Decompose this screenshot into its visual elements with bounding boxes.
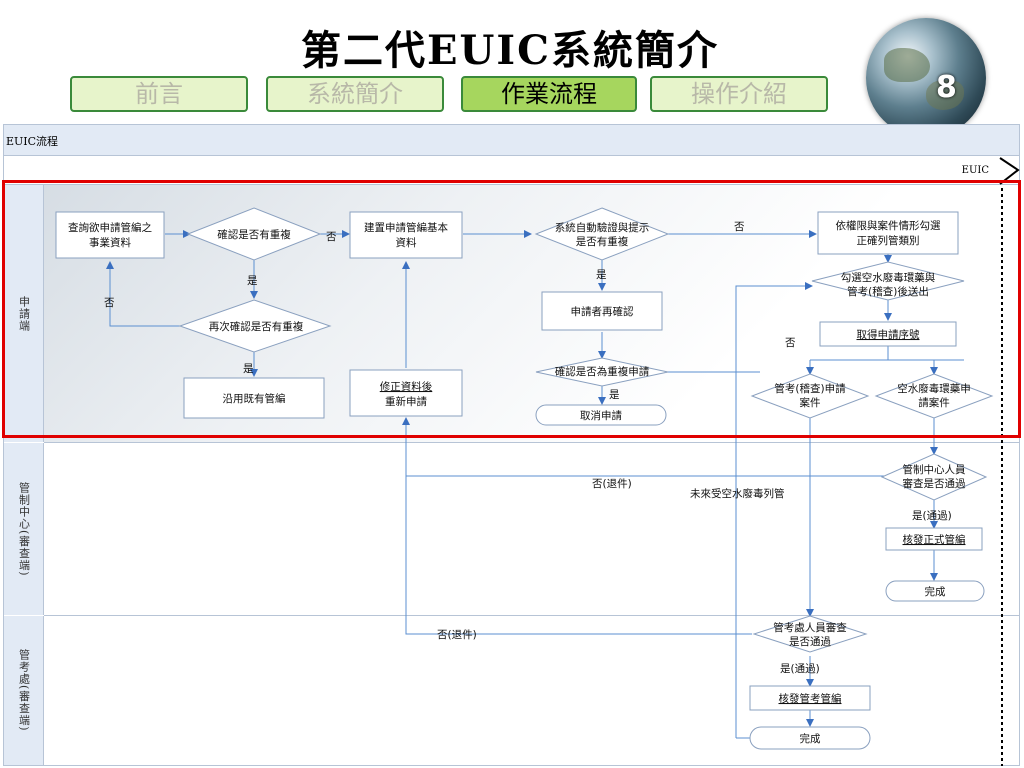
page-number: 8 bbox=[936, 70, 957, 105]
lane-control-center bbox=[44, 443, 1019, 616]
svg-text:確認是否有重複: 確認是否有重複 bbox=[217, 228, 291, 241]
node-recheck-duplicate: 再次確認是否有重複 bbox=[178, 299, 332, 353]
svg-text:查詢欲申請管編之: 查詢欲申請管編之 bbox=[68, 221, 152, 234]
tab-system-overview[interactable]: 系統簡介 bbox=[266, 76, 444, 112]
svg-text:取得申請序號: 取得申請序號 bbox=[857, 328, 920, 341]
svg-text:申請者再確認: 申請者再確認 bbox=[571, 305, 634, 318]
svg-text:案件: 案件 bbox=[800, 396, 821, 409]
edge-label-yes: 是 bbox=[243, 363, 254, 375]
node-audit-case: 管考(稽查)申請 案件 bbox=[750, 373, 870, 419]
diagram-header: EUIC流程 bbox=[4, 125, 1019, 156]
diagram-frame bbox=[3, 124, 1020, 766]
svg-text:空水廢毒環藥申: 空水廢毒環藥申 bbox=[897, 382, 971, 395]
svg-text:請案件: 請案件 bbox=[918, 396, 950, 409]
svg-text:是否通過: 是否通過 bbox=[789, 636, 831, 648]
edge-label-yes: 是 bbox=[247, 275, 258, 287]
svg-text:依權限與案件情形勾選: 依權限與案件情形勾選 bbox=[836, 219, 941, 232]
svg-text:建置申請管編基本: 建置申請管編基本 bbox=[364, 221, 448, 234]
svg-text:完成: 完成 bbox=[800, 732, 821, 745]
svg-text:核發管考管編: 核發管考管編 bbox=[779, 692, 842, 705]
svg-text:沿用既有管編: 沿用既有管編 bbox=[223, 392, 286, 405]
edge-label-pass: 是(通過) bbox=[780, 663, 820, 675]
svg-text:管考(稽查)申請: 管考(稽查)申請 bbox=[774, 382, 846, 395]
edge-label-no: 否 bbox=[734, 221, 745, 233]
globe-landmass bbox=[926, 80, 964, 110]
edge-label-return: 否(退件) bbox=[592, 478, 632, 490]
svg-text:重新申請: 重新申請 bbox=[385, 395, 427, 408]
globe-icon bbox=[866, 18, 986, 138]
tab-operation-guide[interactable]: 操作介紹 bbox=[650, 76, 828, 112]
node-auto-verify: 系統自動驗證與提示 是否有重複 bbox=[534, 207, 670, 261]
diagram-title: EUIC流程 bbox=[6, 135, 59, 148]
edge-label-no: 否 bbox=[326, 231, 337, 243]
node-cancel-apply: 取消申請 bbox=[535, 404, 667, 426]
node-env-case: 空水廢毒環藥申 請案件 bbox=[874, 373, 994, 419]
node-select-env-audit-send: 勾選空水廢毒環藥與 管考(稽查)後送出 bbox=[811, 261, 965, 301]
svg-text:正確列管類別: 正確列管類別 bbox=[857, 234, 920, 247]
node-issue-official: 核發正式管編 bbox=[885, 527, 983, 551]
lane-label-audit-office: 管考處(審查端) bbox=[4, 616, 44, 765]
lane-label-applicant: 申請端 bbox=[4, 185, 44, 442]
svg-text:審查是否通過: 審查是否通過 bbox=[903, 477, 966, 490]
node-query: 查詢欲申請管編之 事業資料 bbox=[55, 211, 165, 259]
edge-label-yes: 是 bbox=[609, 389, 620, 401]
edge-label-future-listed: 未來受空水廢毒列管 bbox=[690, 487, 785, 500]
node-check-duplicate: 確認是否有重複 bbox=[186, 207, 322, 261]
page-title: 第二代EUIC系統簡介 bbox=[301, 27, 719, 74]
svg-text:取消申請: 取消申請 bbox=[580, 409, 622, 422]
node-done-1: 完成 bbox=[885, 580, 985, 602]
svg-text:完成: 完成 bbox=[925, 585, 946, 598]
svg-text:是否有重複: 是否有重複 bbox=[576, 235, 629, 248]
edge-label-yes: 是 bbox=[596, 269, 607, 281]
svg-text:核發正式管編: 核發正式管編 bbox=[903, 533, 966, 546]
node-get-serial: 取得申請序號 bbox=[819, 321, 957, 347]
edge-label-no: 否 bbox=[785, 337, 796, 349]
node-modify-resubmit: 修正資料後 重新申請 bbox=[349, 369, 463, 417]
node-use-existing: 沿用既有管編 bbox=[183, 377, 325, 419]
chevron-right-icon bbox=[999, 157, 1020, 185]
tab-workflow[interactable]: 作業流程 bbox=[461, 76, 637, 112]
svg-text:管制中心人員: 管制中心人員 bbox=[903, 463, 966, 476]
svg-text:勾選空水廢毒環藥與: 勾選空水廢毒環藥與 bbox=[841, 271, 936, 284]
edge-label-pass: 是(通過) bbox=[912, 510, 952, 522]
svg-text:系統自動驗證與提示: 系統自動驗證與提示 bbox=[555, 221, 650, 234]
node-audit-review: 管考處人員審查 是否通過 bbox=[752, 615, 868, 653]
svg-text:管考(稽查)後送出: 管考(稽查)後送出 bbox=[847, 285, 929, 298]
svg-text:事業資料: 事業資料 bbox=[89, 236, 131, 249]
globe-landmass bbox=[884, 48, 930, 82]
node-done-2: 完成 bbox=[749, 726, 871, 750]
svg-text:資料: 資料 bbox=[396, 236, 417, 249]
node-build-basic-data: 建置申請管編基本 資料 bbox=[349, 211, 463, 259]
svg-text:再次確認是否有重複: 再次確認是否有重複 bbox=[209, 320, 304, 333]
node-applicant-reconfirm: 申請者再確認 bbox=[541, 291, 663, 331]
node-center-review: 管制中心人員 審查是否通過 bbox=[880, 453, 988, 501]
lane-label-control-center: 管制中心(審查端) bbox=[4, 443, 44, 615]
node-confirm-duplicate-apply: 確認是否為重複申請 bbox=[535, 357, 669, 387]
highlight-box bbox=[2, 180, 1021, 438]
svg-text:管考處人員審查: 管考處人員審查 bbox=[773, 621, 847, 634]
pool-label: EUIC bbox=[961, 165, 989, 176]
edge-label-return: 否(退件) bbox=[437, 629, 477, 641]
svg-text:確認是否為重複申請: 確認是否為重複申請 bbox=[555, 365, 650, 378]
tab-introduction[interactable]: 前言 bbox=[70, 76, 248, 112]
node-issue-audit: 核發管考管編 bbox=[749, 685, 871, 711]
svg-text:修正資料後: 修正資料後 bbox=[380, 380, 433, 393]
edge-label-no: 否 bbox=[104, 297, 115, 309]
node-select-category: 依權限與案件情形勾選 正確列管類別 bbox=[817, 211, 959, 255]
